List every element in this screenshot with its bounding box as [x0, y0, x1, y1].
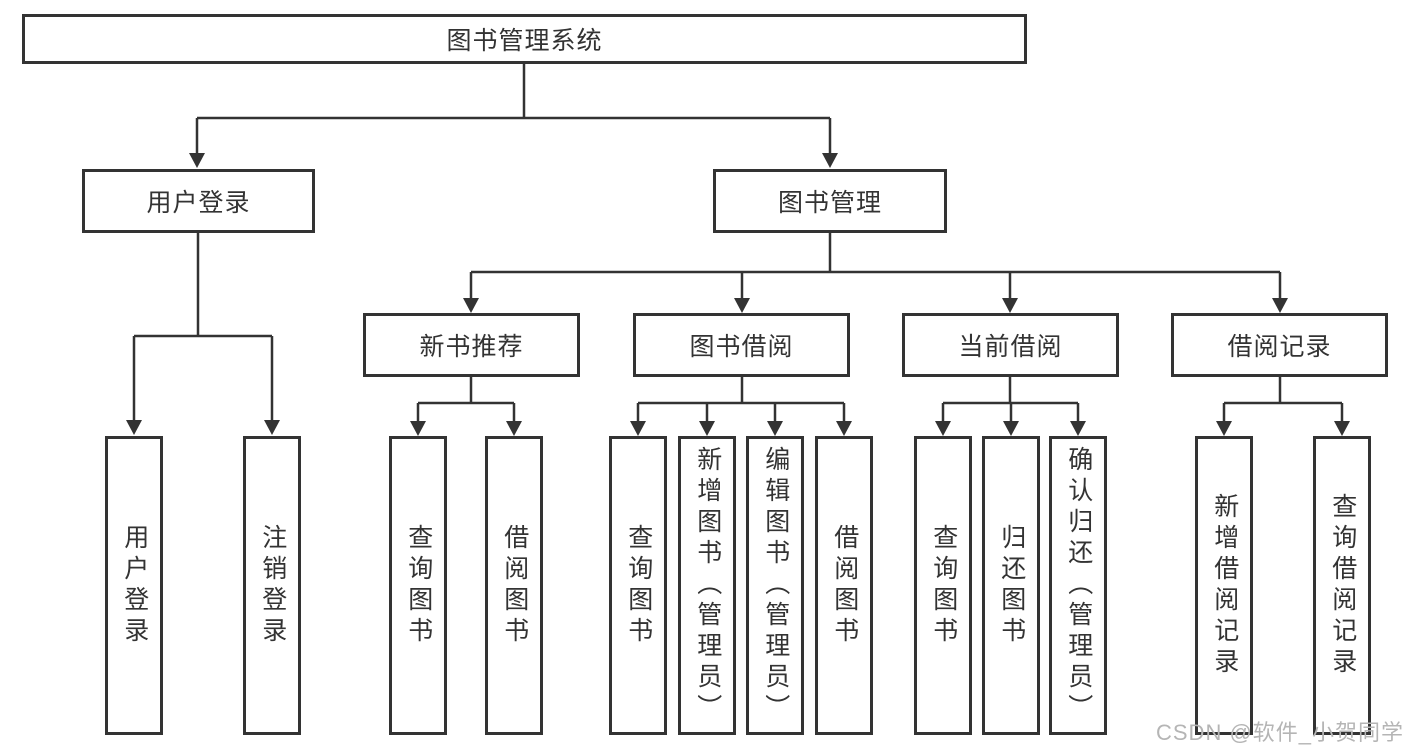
- leaf-query-books-current: 查询图书: [914, 436, 972, 735]
- leaf-query-borrow-record: 查询借阅记录: [1313, 436, 1371, 735]
- node-current-borrow: 当前借阅: [902, 313, 1119, 377]
- node-user-login: 用户登录: [82, 169, 315, 233]
- arrowhead: [822, 153, 838, 168]
- connector-userlogin-to-leaves: [132, 233, 274, 423]
- arrowhead: [126, 420, 142, 435]
- node-book-management: 图书管理: [713, 169, 947, 233]
- node-label: 当前借阅: [958, 333, 1063, 361]
- node-label: 图书管理: [777, 189, 882, 217]
- leaf-return-books: 归还图书: [982, 436, 1040, 735]
- node-label: 新增借阅记录: [1210, 492, 1239, 679]
- connector-currentborrow-to-leaves: [941, 377, 1080, 423]
- node-label: 注销登录: [258, 523, 287, 648]
- connector-bookmgmt-to-level3: [469, 233, 1282, 300]
- connector-newbook-to-leaves: [416, 377, 516, 423]
- leaf-query-books-borrow: 查询图书: [609, 436, 667, 735]
- leaf-confirm-return-admin: 确认归还（管理员）: [1049, 436, 1107, 735]
- leaf-add-borrow-record: 新增借阅记录: [1195, 436, 1253, 735]
- leaf-query-books-recommend: 查询图书: [389, 436, 447, 735]
- node-label: 图书借阅: [689, 333, 794, 361]
- arrowhead: [935, 421, 951, 436]
- leaf-add-books-admin: 新增图书（管理员）: [678, 436, 736, 735]
- node-label: 借阅图书: [830, 523, 859, 648]
- node-label: 图书管理系统: [446, 27, 603, 55]
- node-label: 新书推荐: [419, 333, 524, 361]
- arrowhead: [1002, 298, 1018, 313]
- arrowhead: [1003, 421, 1019, 436]
- node-label: 查询图书: [929, 523, 958, 648]
- arrowhead: [264, 420, 280, 435]
- arrowhead: [1070, 421, 1086, 436]
- arrowhead: [1216, 421, 1232, 436]
- node-label: 查询图书: [624, 523, 653, 648]
- connector-bookborrow-to-leaves: [636, 377, 846, 423]
- leaf-logout-login: 注销登录: [243, 436, 301, 735]
- arrowhead: [410, 421, 426, 436]
- node-label: 编辑图书（管理员）: [761, 446, 790, 725]
- arrowhead: [463, 298, 479, 313]
- arrowhead: [1272, 298, 1288, 313]
- node-label: 借阅图书: [500, 523, 529, 648]
- node-new-book-recommend: 新书推荐: [363, 313, 580, 377]
- arrowhead: [699, 421, 715, 436]
- arrowhead: [734, 298, 750, 313]
- arrowhead: [189, 153, 205, 168]
- node-label: 用户登录: [146, 189, 251, 217]
- leaf-borrow-books-recommend: 借阅图书: [485, 436, 543, 735]
- node-label: 借阅记录: [1227, 333, 1332, 361]
- arrowhead: [1334, 421, 1350, 436]
- connector-records-to-leaves: [1222, 377, 1344, 423]
- node-label: 用户登录: [120, 523, 149, 648]
- arrowhead: [506, 421, 522, 436]
- node-library-management-system: 图书管理系统: [22, 14, 1027, 64]
- leaf-user-login: 用户登录: [105, 436, 163, 735]
- node-label: 新增图书（管理员）: [693, 446, 722, 725]
- csdn-watermark: CSDN @软件_小贺同学: [1156, 720, 1405, 745]
- arrowhead: [767, 421, 783, 436]
- node-label: 确认归还（管理员）: [1064, 446, 1093, 725]
- leaf-edit-books-admin: 编辑图书（管理员）: [746, 436, 804, 735]
- arrowhead: [630, 421, 646, 436]
- leaf-borrow-books: 借阅图书: [815, 436, 873, 735]
- node-label: 归还图书: [997, 523, 1026, 648]
- connector-root-to-level2: [195, 64, 832, 155]
- node-label: 查询图书: [404, 523, 433, 648]
- node-book-borrow: 图书借阅: [633, 313, 850, 377]
- node-borrow-records: 借阅记录: [1171, 313, 1388, 377]
- arrowhead: [836, 421, 852, 436]
- node-label: 查询借阅记录: [1328, 492, 1357, 679]
